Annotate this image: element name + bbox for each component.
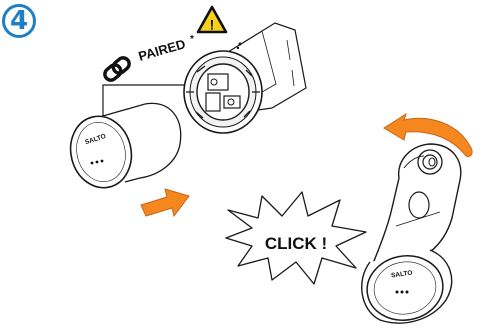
rotating-knob-assembly: SALTO [362, 144, 461, 326]
paired-footnote-mark: * [190, 34, 194, 45]
electronic-knob: SALTO [63, 103, 180, 194]
push-arrow-icon [141, 189, 189, 216]
paired-label: PAIRED [137, 36, 187, 64]
click-label: CLICK ! [265, 234, 327, 253]
warning-mark: ! [210, 17, 215, 33]
warning-triangle-icon: ! [198, 7, 226, 33]
step-number-badge: 4 [2, 4, 36, 38]
click-burst-icon: CLICK ! [226, 192, 366, 284]
chain-link-icon [102, 55, 131, 82]
lock-cylinder-body [184, 23, 306, 133]
